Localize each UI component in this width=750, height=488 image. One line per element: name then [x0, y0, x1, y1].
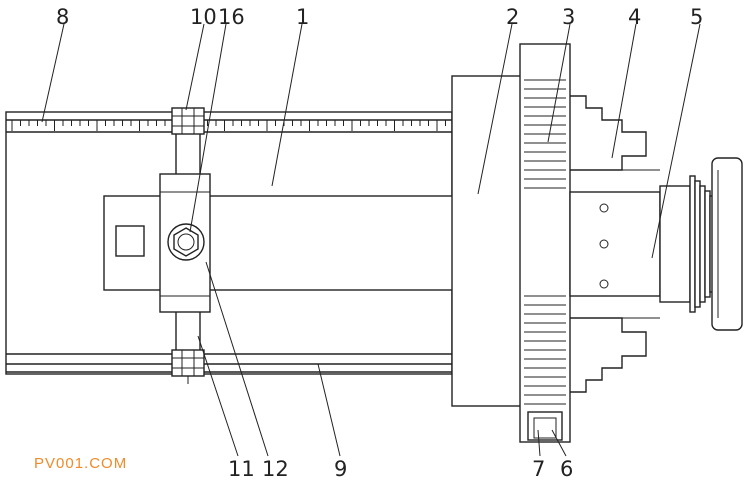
label-7: 7	[532, 457, 545, 481]
housing	[451, 75, 525, 407]
label-8: 8	[56, 5, 69, 29]
label-12: 12	[262, 457, 289, 481]
spindle-ring	[699, 185, 706, 303]
leader-lines	[41, 23, 701, 457]
spindle-ring	[704, 190, 711, 298]
label-2: 2	[506, 5, 519, 29]
label-4: 4	[628, 5, 641, 29]
label-1: 1	[296, 5, 309, 29]
watermark: PV001.COM	[34, 455, 127, 472]
label-5: 5	[690, 5, 703, 29]
spindle-ring	[694, 180, 701, 308]
spindle	[569, 157, 743, 331]
label-6: 6	[560, 457, 573, 481]
label-16: 16	[218, 5, 245, 29]
chuck-jaws	[570, 95, 660, 393]
label-9: 9	[334, 457, 347, 481]
inner-block	[103, 195, 457, 291]
label-11: 11	[228, 457, 255, 481]
label-10: 10	[190, 5, 217, 29]
scale-ruler	[11, 120, 446, 131]
label-3: 3	[562, 5, 575, 29]
spindle-ring	[689, 175, 696, 313]
gear-ring	[519, 43, 571, 443]
slider-clamp	[159, 107, 211, 384]
